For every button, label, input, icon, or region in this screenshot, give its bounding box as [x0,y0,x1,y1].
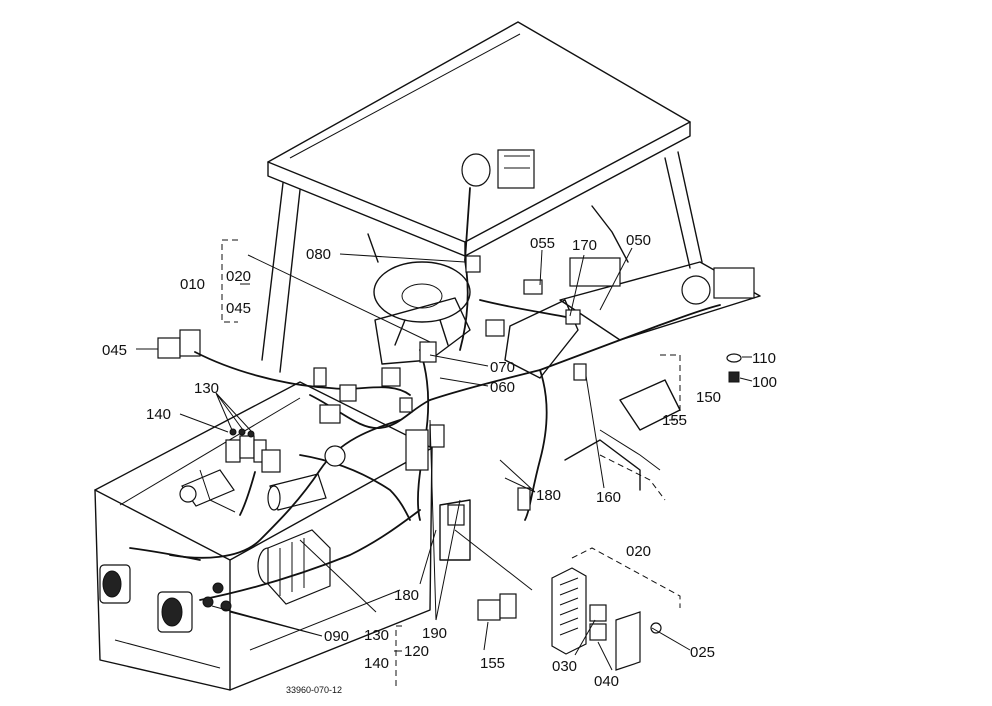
label-050: 050 [626,232,651,249]
label-055: 055 [530,235,555,252]
rear-tire-outline [599,429,666,501]
relay-group [225,428,281,473]
label-140: 140 [364,655,389,672]
starter-motor [267,473,327,511]
label-120: 120 [404,643,429,660]
label-140: 140 [146,406,171,423]
rear-fender [559,261,761,341]
label-180: 180 [394,587,419,604]
label-020: 020 [226,268,251,285]
label-045: 045 [102,342,127,359]
label-030: 030 [552,658,577,675]
label-020: 020 [626,543,651,560]
label-060: 060 [490,379,515,396]
label-070: 070 [490,359,515,376]
horn [179,469,235,507]
label-100: 100 [752,374,777,391]
steering-wheel [373,261,471,346]
drawing-code: 33960-070-12 [286,685,342,695]
label-190: 190 [422,625,447,642]
connector-045 [157,329,201,359]
label-130: 130 [194,380,219,397]
part-labels: 010 020 045 045 080 055 170 050 070 060 … [102,232,777,690]
label-040: 040 [594,673,619,690]
cab-roof [267,21,691,257]
alternator [257,529,331,605]
connector-155 [477,593,517,621]
label-155: 155 [662,412,687,429]
label-110: 110 [752,350,776,367]
label-025: 025 [690,644,715,661]
label-010: 010 [180,276,205,293]
headlights [99,564,193,633]
cab-pillars [261,151,703,373]
leader-lines [136,247,753,671]
label-150: 150 [696,389,721,406]
label-090: 090 [324,628,349,645]
label-170: 170 [572,237,597,254]
bracket-lines [221,239,681,686]
rear-fittings [726,353,742,383]
label-080: 080 [306,246,331,263]
roof-work-lamp [461,149,535,261]
harness-components [202,255,621,612]
label-155: 155 [480,655,505,672]
tractor-hood [94,381,433,691]
fuse-box-assembly [551,547,681,671]
label-130: 130 [364,627,389,644]
label-045: 045 [226,300,251,317]
label-180: 180 [536,487,561,504]
label-160: 160 [596,489,621,506]
